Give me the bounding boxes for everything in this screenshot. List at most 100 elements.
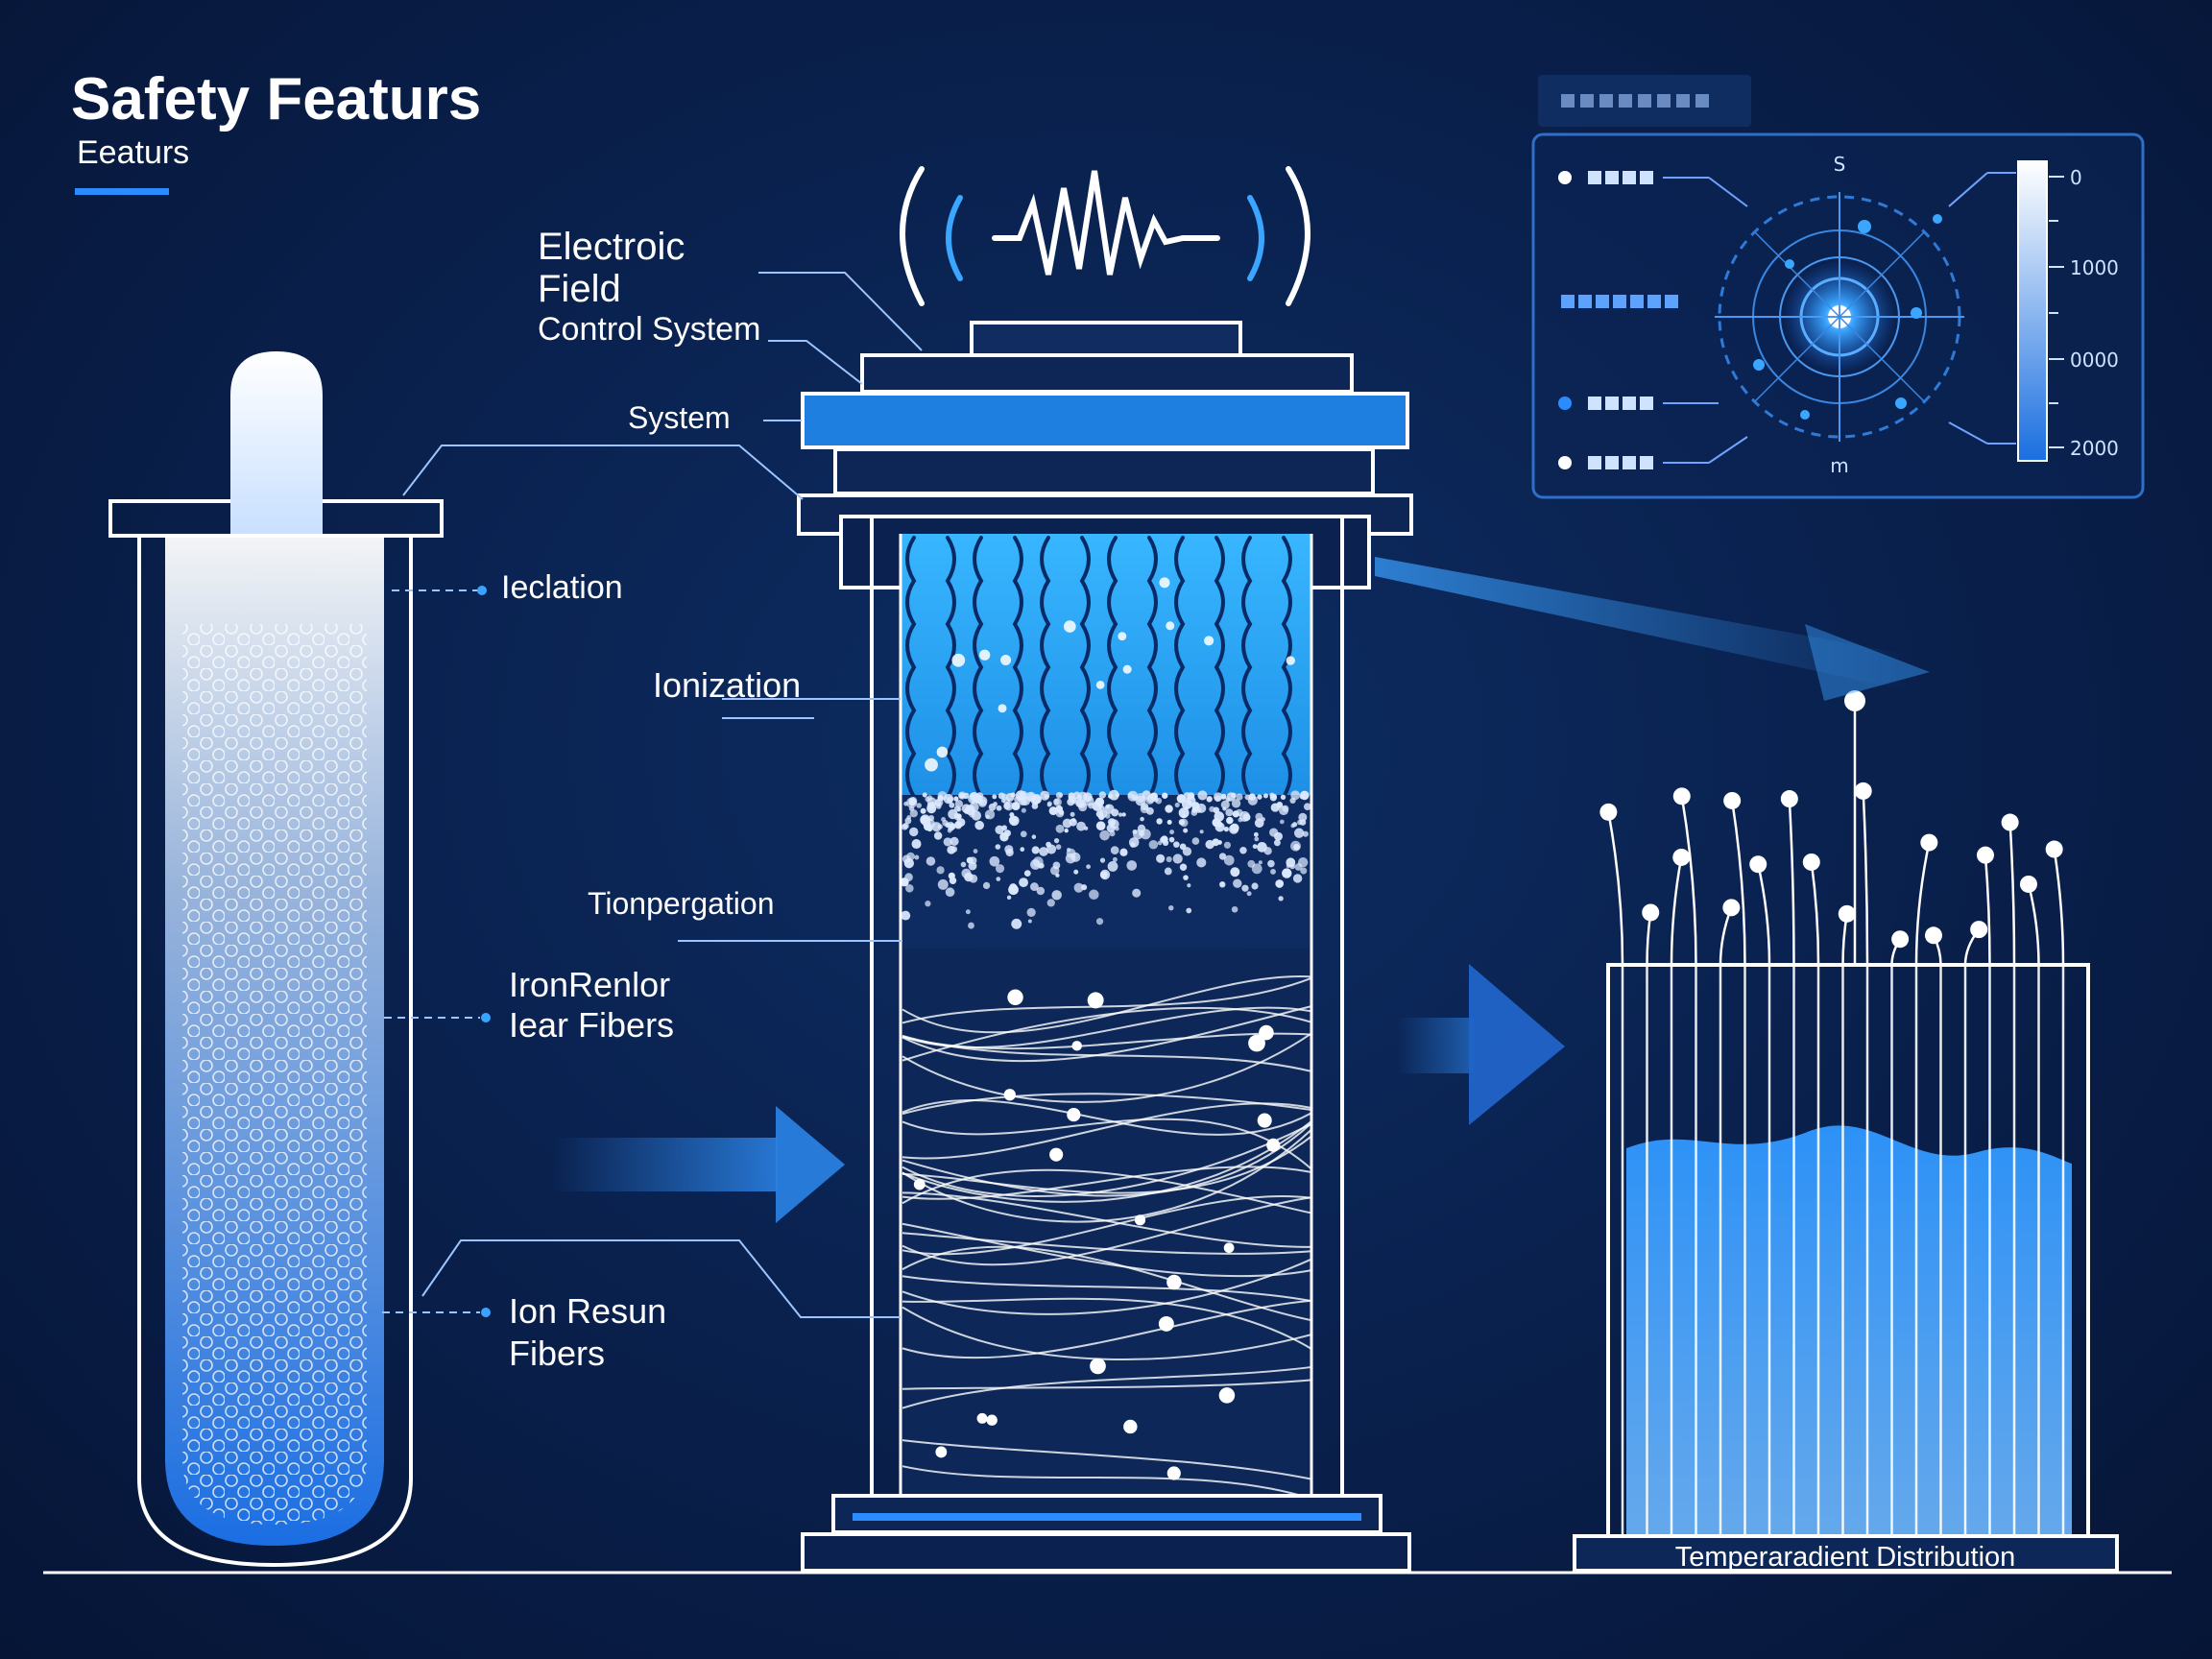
ion-bubble	[1095, 681, 1105, 689]
tube-beads	[182, 624, 367, 1525]
particle	[1098, 813, 1105, 821]
particle	[1020, 830, 1027, 838]
rod-stem	[1862, 790, 1869, 966]
rod-bulb	[1844, 690, 1865, 711]
tank-liquid	[1626, 1125, 2072, 1534]
rod-bulb	[1802, 853, 1820, 871]
particle	[925, 901, 931, 907]
particle	[903, 857, 915, 869]
particle	[1166, 819, 1172, 825]
particle	[1009, 883, 1018, 892]
rod-stem	[1757, 863, 1771, 966]
particle	[1165, 805, 1173, 813]
fiber-strand	[902, 1135, 1312, 1194]
particle	[1098, 791, 1107, 799]
fiber-strand	[902, 1032, 1312, 1103]
particle	[928, 815, 935, 822]
particle	[1233, 878, 1242, 888]
rod-bulb	[1642, 903, 1660, 922]
particle	[1073, 882, 1084, 893]
scale-tick-label: 0	[2070, 166, 2082, 189]
particle	[1280, 794, 1286, 801]
rod-bulb	[1722, 899, 1741, 917]
column-flange	[833, 447, 1375, 495]
particle	[1267, 859, 1275, 868]
particle	[1083, 795, 1094, 806]
particle-cluster	[900, 789, 1311, 929]
rod-bulb	[1780, 790, 1798, 808]
particle	[1026, 907, 1036, 918]
particle	[1179, 794, 1185, 800]
particle	[998, 792, 1005, 800]
particle	[1186, 907, 1192, 914]
filter-column	[797, 321, 1413, 1573]
ion-bubble	[1118, 632, 1127, 641]
particle	[904, 873, 913, 881]
rod-stem	[1788, 798, 1795, 966]
ion-bubble	[1166, 621, 1175, 631]
fiber-mesh	[902, 975, 1312, 1500]
particle	[1257, 794, 1262, 800]
column-foot	[801, 1532, 1411, 1573]
rod-bulb	[1976, 846, 1994, 864]
rod-bulb	[1723, 791, 1742, 809]
tank-base	[1573, 1534, 2119, 1573]
label-left-ionization: Ieclation	[501, 569, 623, 606]
page-subtitle: Eeaturs	[77, 134, 189, 171]
particle	[1071, 818, 1076, 823]
fiber-strand	[902, 1120, 1312, 1203]
particle	[1084, 826, 1089, 830]
column-cap-mid	[860, 353, 1354, 394]
particle	[1255, 812, 1263, 821]
particle	[920, 807, 926, 814]
particle	[1020, 847, 1025, 853]
particle	[961, 868, 972, 878]
particle	[954, 800, 964, 808]
particle	[1258, 860, 1262, 865]
particle	[1072, 791, 1081, 800]
rod-stem	[1670, 856, 1683, 966]
wave-line	[1012, 536, 1023, 799]
rod-bulb	[1599, 803, 1618, 821]
tube-stopper	[230, 351, 323, 534]
particle	[1115, 793, 1119, 798]
arrow-right-icon	[552, 1106, 845, 1223]
fiber-strand	[902, 1118, 1312, 1170]
particle	[1160, 835, 1168, 844]
particle	[1130, 842, 1136, 848]
wave-line	[1174, 536, 1186, 799]
particle	[1006, 895, 1012, 901]
particle	[1132, 830, 1138, 834]
particle	[1055, 844, 1062, 850]
particle	[1230, 823, 1239, 832]
fiber-node	[1087, 992, 1104, 1009]
particle	[995, 844, 1001, 850]
particle	[948, 872, 955, 879]
particle	[1030, 858, 1041, 870]
particle	[1225, 797, 1231, 803]
fiber-strand	[902, 1245, 1312, 1322]
particle	[1011, 918, 1022, 929]
particle	[926, 795, 933, 802]
label-transmission: Tionpergation	[588, 886, 775, 921]
particle	[1164, 867, 1172, 876]
label-electric-field-line1: Electroic	[538, 226, 685, 268]
particle	[1070, 852, 1081, 862]
particle	[1282, 868, 1292, 878]
particle	[1169, 830, 1175, 835]
fiber-strand	[902, 1465, 1312, 1500]
particle	[1001, 825, 1008, 831]
particle	[950, 836, 959, 846]
particle	[1214, 811, 1225, 822]
fiber-strand	[902, 1122, 1312, 1197]
particle	[969, 802, 979, 812]
particle	[942, 820, 949, 827]
fiber-node	[976, 1412, 988, 1424]
particle	[1055, 791, 1063, 799]
particle	[901, 910, 911, 921]
wave-line	[1214, 536, 1225, 799]
ion-bubble	[1063, 620, 1076, 633]
radar-panel: S m 0 1000 0000 2000	[1531, 75, 2145, 499]
title-underline	[75, 188, 169, 195]
fiber-node	[1090, 1358, 1106, 1375]
